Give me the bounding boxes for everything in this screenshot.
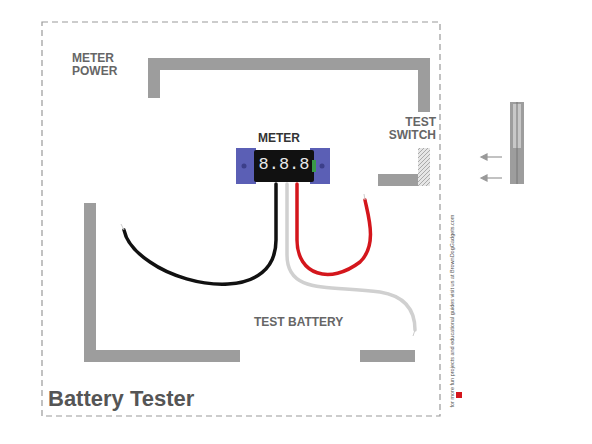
meter-display: 8.8.8 bbox=[254, 155, 314, 174]
copper-tape bbox=[84, 58, 430, 362]
cut-border bbox=[42, 22, 440, 416]
title: Battery Tester bbox=[48, 386, 194, 412]
switch-slider bbox=[510, 102, 524, 184]
meter-module bbox=[236, 148, 330, 184]
website-note: for more fun projects and educational gu… bbox=[449, 211, 455, 411]
fold-arrows bbox=[481, 154, 502, 181]
section-label: METER bbox=[258, 131, 300, 145]
section-label: TEST BATTERY bbox=[254, 315, 343, 329]
switch-flap bbox=[418, 148, 430, 186]
meter-wires bbox=[124, 184, 415, 330]
wire-tips bbox=[121, 194, 415, 336]
section-label: METER POWER bbox=[72, 52, 150, 78]
section-label: TEST SWITCH bbox=[376, 116, 436, 142]
brand-logo bbox=[456, 392, 462, 398]
